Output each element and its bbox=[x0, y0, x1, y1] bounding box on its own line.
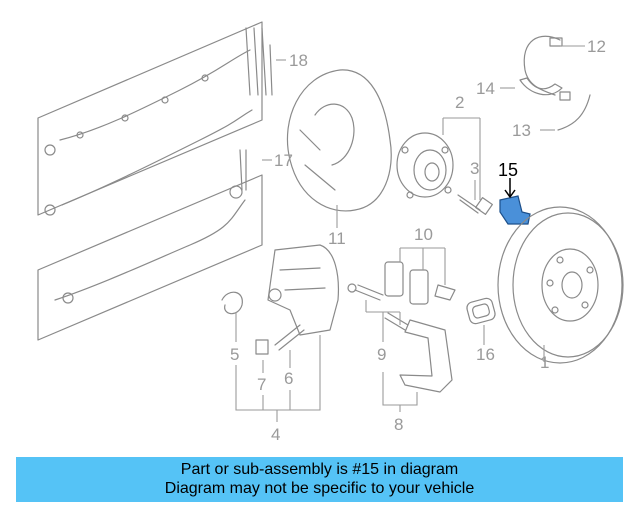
dust-shield-11 bbox=[286, 69, 392, 212]
callout-15: 15 bbox=[498, 160, 518, 180]
guide-pin-6 bbox=[274, 324, 305, 351]
wear-sensor-12 bbox=[523, 35, 563, 96]
hub-bearing-2 bbox=[396, 132, 454, 199]
callout-4: 4 bbox=[271, 425, 280, 444]
brake-pads-10 bbox=[384, 261, 456, 305]
abs-sensor-15 bbox=[499, 195, 531, 225]
callout-7: 7 bbox=[257, 375, 266, 394]
callout-1: 1 bbox=[540, 353, 549, 372]
callout-17: 17 bbox=[274, 151, 293, 170]
callout-18: 18 bbox=[289, 51, 308, 70]
callout-11: 11 bbox=[328, 229, 346, 248]
brake-line-panel-17 bbox=[37, 149, 263, 341]
clip-14 bbox=[519, 77, 563, 96]
callout-9: 9 bbox=[377, 345, 386, 364]
banner-line-2: Diagram may not be specific to your vehi… bbox=[164, 480, 475, 497]
callout-10: 10 bbox=[414, 225, 433, 244]
spring-5 bbox=[221, 291, 243, 315]
callout-8: 8 bbox=[394, 415, 403, 434]
callout-13: 13 bbox=[512, 121, 531, 140]
wear-sensor-13 bbox=[557, 91, 591, 131]
parts-diagram: 18 17 11 2 3 15 12 14 13 1 16 10 9 8 5 7… bbox=[37, 21, 624, 444]
bleeder-7 bbox=[255, 339, 269, 355]
banner-line-1: Part or sub-assembly is #15 in diagram bbox=[180, 461, 459, 478]
callout-2: 2 bbox=[455, 93, 464, 112]
callout-14: 14 bbox=[476, 79, 495, 98]
brake-rotor-1 bbox=[497, 206, 624, 364]
hub-bolt-3 bbox=[457, 194, 493, 215]
grommet-16 bbox=[466, 297, 496, 325]
callout-12: 12 bbox=[587, 37, 606, 56]
callout-labels: 18 17 11 2 3 15 12 14 13 1 16 10 9 8 5 7… bbox=[230, 37, 606, 444]
info-banner: Part or sub-assembly is #15 in diagram D… bbox=[16, 457, 623, 502]
guide-pins-9 bbox=[347, 283, 409, 331]
callout-6: 6 bbox=[284, 369, 293, 388]
callout-16: 16 bbox=[476, 345, 495, 364]
brake-line-panel-18 bbox=[37, 21, 273, 216]
callout-5: 5 bbox=[230, 345, 239, 364]
leader-lines bbox=[235, 45, 585, 422]
callout-3: 3 bbox=[470, 159, 479, 178]
caliper-bracket-8 bbox=[399, 319, 453, 393]
highlight-arrow bbox=[504, 178, 516, 199]
caliper-4 bbox=[267, 244, 340, 336]
